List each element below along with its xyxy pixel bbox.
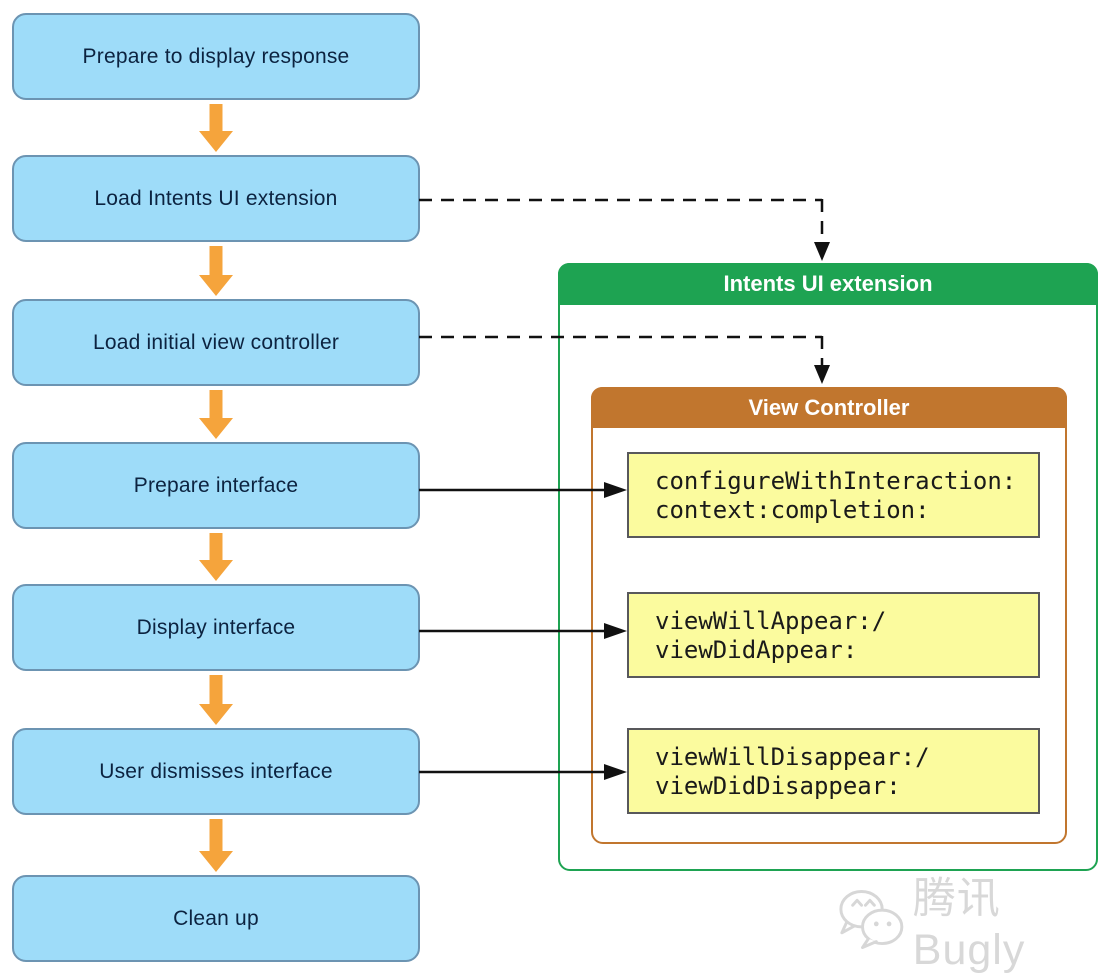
flow-down-arrow-icon xyxy=(199,390,233,439)
intents-ui-extension-title: Intents UI extension xyxy=(723,271,933,296)
method-code-line: configureWithInteraction: xyxy=(655,467,1017,495)
flow-step-label: Clean up xyxy=(173,906,259,930)
dashed-connector-load-extension xyxy=(419,198,830,261)
flow-down-arrow-icon xyxy=(199,675,233,725)
intents-ui-extension-panel: Intents UI extension View Controller con… xyxy=(558,263,1098,871)
flow-step-label: Prepare to display response xyxy=(82,44,350,68)
flow-step-load-initial-view-controller: Load initial view controller xyxy=(12,299,420,386)
flow-step-label: Load Intents UI extension xyxy=(94,186,338,210)
flow-step-clean-up: Clean up xyxy=(12,875,420,962)
method-code-line: viewDidAppear: xyxy=(655,636,858,664)
flow-step-load-intents-ui-extension: Load Intents UI extension xyxy=(12,155,420,242)
view-controller-title: View Controller xyxy=(748,394,910,420)
method-box-view-will-did-appear: viewWillAppear:/ viewDidAppear: xyxy=(627,592,1040,678)
flow-down-arrow-icon xyxy=(199,533,233,581)
flow-step-prepare-to-display-response: Prepare to display response xyxy=(12,13,420,100)
flow-down-arrow-icon xyxy=(199,104,233,152)
flow-step-prepare-interface: Prepare interface xyxy=(12,442,420,529)
method-box-view-will-did-disappear: viewWillDisappear:/ viewDidDisappear: xyxy=(627,728,1040,814)
flow-down-arrow-icon xyxy=(199,246,233,296)
arrowhead-icon xyxy=(814,242,830,261)
intents-ui-extension-header: Intents UI extension xyxy=(558,263,1098,305)
flow-step-label: Display interface xyxy=(136,615,296,639)
method-code-line: viewWillDisappear:/ xyxy=(655,743,930,771)
flow-step-display-interface: Display interface xyxy=(12,584,420,671)
method-code-line: context:completion: xyxy=(655,496,930,524)
view-controller-panel: View Controller configureWithInteraction… xyxy=(591,387,1067,844)
flow-step-label: Load initial view controller xyxy=(92,330,340,354)
method-box-configure-with-interaction: configureWithInteraction: context:comple… xyxy=(627,452,1040,538)
watermark: 腾讯Bugly xyxy=(834,875,1110,974)
watermark-text: 腾讯Bugly xyxy=(912,874,1026,974)
method-code-line: viewWillAppear:/ xyxy=(655,607,887,635)
flow-step-label: User dismisses interface xyxy=(99,759,333,783)
flow-down-arrow-icon xyxy=(199,819,233,872)
view-controller-header: View Controller xyxy=(591,387,1067,428)
flow-step-label: Prepare interface xyxy=(133,473,299,497)
flow-step-user-dismisses-interface: User dismisses interface xyxy=(12,728,420,815)
method-code-line: viewDidDisappear: xyxy=(655,772,901,800)
bugly-chat-bubbles-logo-icon xyxy=(839,889,904,949)
